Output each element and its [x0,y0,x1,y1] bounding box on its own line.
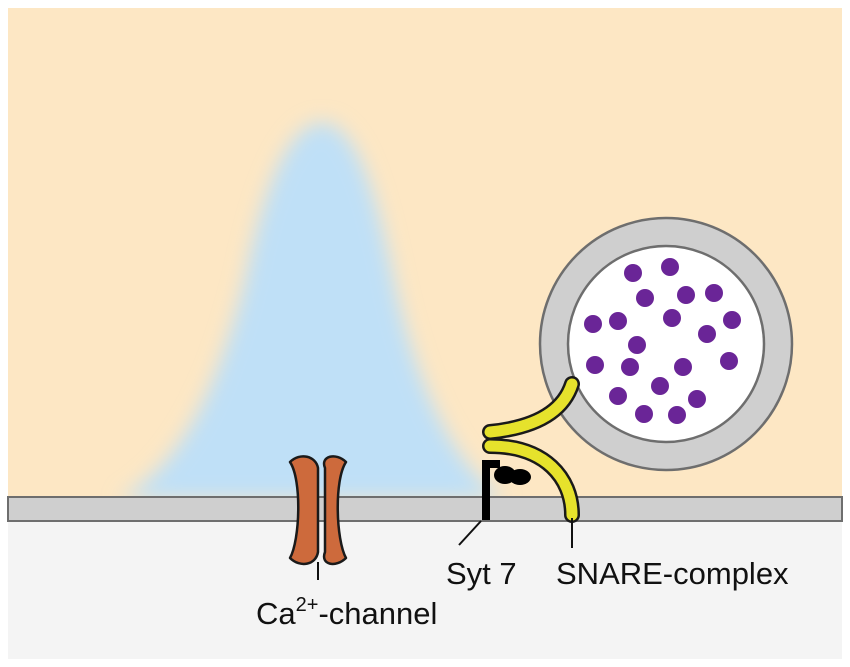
neurotransmitter-dot [698,325,716,343]
snare-complex-label: SNARE-complex [556,556,789,591]
vesicle-lumen [566,244,766,444]
neurotransmitter-molecules [584,258,741,424]
plasma-membrane [7,496,843,522]
neurotransmitter-dot [624,264,642,282]
neurotransmitter-dot [584,315,602,333]
neurotransmitter-dot [663,309,681,327]
syt7-label: Syt 7 [446,556,517,591]
syt7-c2b-domain [509,469,531,485]
neurotransmitter-dot [674,358,692,376]
syt7-arm [482,460,500,468]
neurotransmitter-dot [586,356,604,374]
syt7-leader [458,520,482,546]
neurotransmitter-dot [720,352,738,370]
calcium-cloud [124,122,500,496]
neurotransmitter-dot [628,336,646,354]
neurotransmitter-dot [609,387,627,405]
extracellular-region [8,520,842,659]
neurotransmitter-dot [635,405,653,423]
neurotransmitter-dot [723,311,741,329]
neurotransmitter-dot [668,406,686,424]
syt7-stalk [482,460,490,520]
neurotransmitter-dot [688,390,706,408]
neurotransmitter-dot [661,258,679,276]
ion-channel-icon [288,455,348,566]
ca-channel-label: Ca2+-channel [256,594,437,631]
neurotransmitter-dot [651,377,669,395]
synaptotagmin-icon [482,460,531,520]
snare-complex-icon [482,376,580,523]
neurotransmitter-dot [636,289,654,307]
neurotransmitter-dot [609,312,627,330]
synaptic-vesicle-icon [538,216,794,472]
neurotransmitter-dot [705,284,723,302]
neurotransmitter-dot [621,358,639,376]
neurotransmitter-dot [677,286,695,304]
